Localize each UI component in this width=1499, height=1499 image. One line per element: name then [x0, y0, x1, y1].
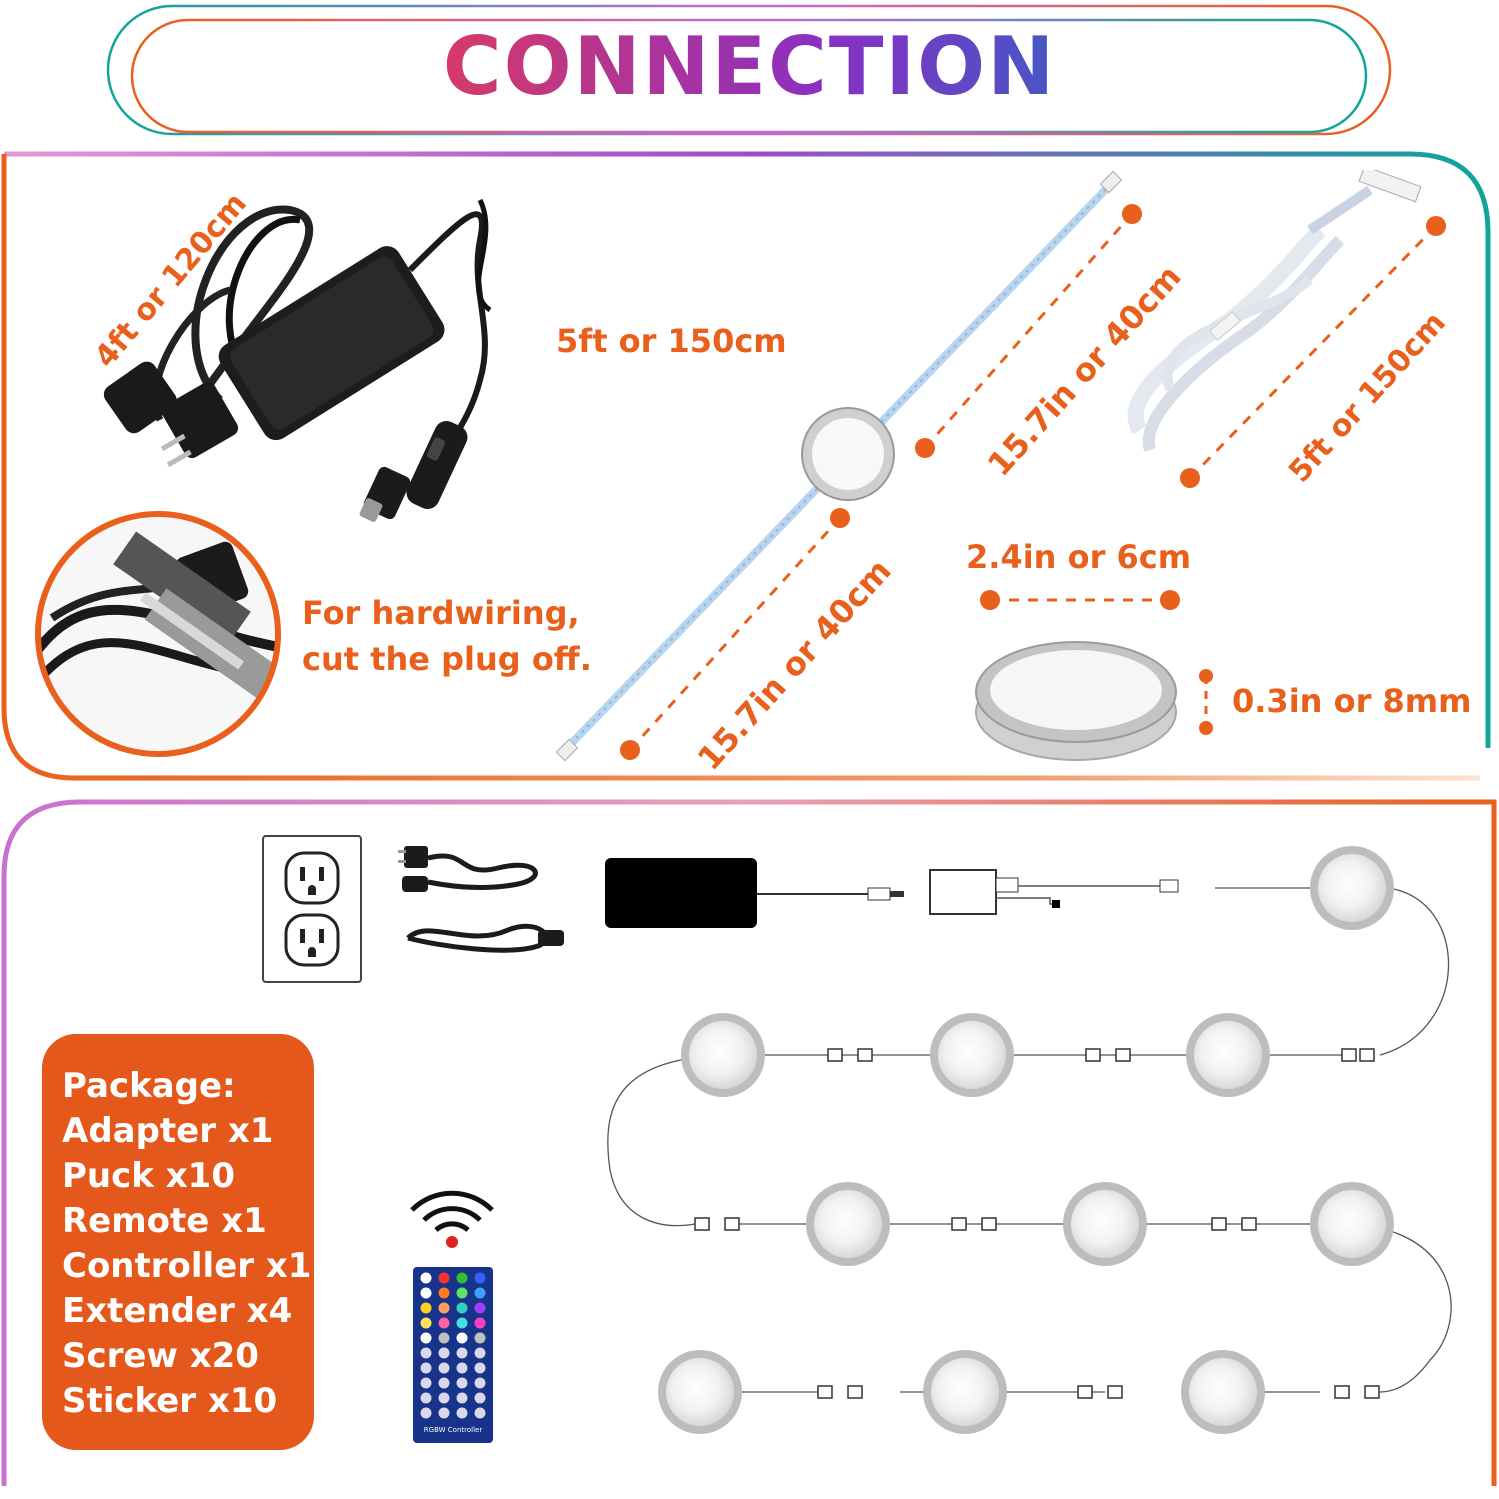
remote-button [438, 1302, 450, 1314]
remote-button [474, 1332, 486, 1344]
remote-button [474, 1347, 486, 1359]
remote-button [420, 1347, 432, 1359]
page-title: CONNECTION [0, 20, 1499, 113]
remote-button [420, 1317, 432, 1329]
puck-with-wires-image [555, 170, 1142, 762]
remote-button [456, 1302, 468, 1314]
remote-button [438, 1392, 450, 1404]
wall-outlet-image [262, 835, 362, 983]
remote-button [438, 1272, 450, 1284]
remote-button [420, 1392, 432, 1404]
package-item: Controller x1 [62, 1246, 312, 1286]
remote-button [456, 1332, 468, 1344]
remote-button [420, 1407, 432, 1419]
package-item: Screw x20 [62, 1336, 259, 1376]
remote-button [474, 1272, 486, 1284]
remote-button [420, 1287, 432, 1299]
package-item: Extender x4 [62, 1291, 293, 1331]
remote-button [420, 1302, 432, 1314]
package-item: Remote x1 [62, 1201, 267, 1241]
hardwiring-note-line2: cut the plug off. [302, 640, 592, 678]
extension-cable-image [1127, 170, 1446, 488]
remote-button [456, 1407, 468, 1419]
remote-label: RGBW Controller [423, 1426, 483, 1434]
remote-button [474, 1392, 486, 1404]
package-item: Adapter x1 [62, 1111, 274, 1151]
remote-button [420, 1362, 432, 1374]
puck-chain-diagram [607, 846, 1452, 1434]
remote-button [456, 1377, 468, 1389]
remote-button [420, 1377, 432, 1389]
remote-button [456, 1317, 468, 1329]
power-cords-image [398, 846, 564, 953]
remote-button [456, 1272, 468, 1284]
hardwiring-note-line1: For hardwiring, [302, 594, 580, 632]
wireless-signal-icon [410, 1190, 494, 1248]
remote-button [438, 1362, 450, 1374]
top-panel-frame [1, 151, 1491, 781]
remote-button [474, 1407, 486, 1419]
remote-button [474, 1287, 486, 1299]
remote-button [438, 1287, 450, 1299]
remote-button [438, 1377, 450, 1389]
remote-button [474, 1317, 486, 1329]
remote-button [456, 1392, 468, 1404]
hardwiring-cut-image [35, 511, 281, 757]
bottom-panel-frame [1, 799, 1497, 1491]
puck-thickness-label: 0.3in or 8mm [1232, 682, 1472, 720]
package-contents-box [42, 1034, 314, 1450]
package-item: Sticker x10 [62, 1381, 278, 1421]
remote-button [420, 1272, 432, 1284]
remote-button [474, 1302, 486, 1314]
remote-button [438, 1407, 450, 1419]
package-item: Puck x10 [62, 1156, 235, 1196]
remote-button [474, 1377, 486, 1389]
adapter-controller-chain [605, 858, 1179, 928]
adapter-cable-length-label: 5ft or 150cm [556, 322, 787, 360]
remote-button [420, 1332, 432, 1344]
title-frame [106, 4, 1392, 136]
remote-button [438, 1347, 450, 1359]
package-heading: Package: [62, 1066, 236, 1106]
power-adapter-image [103, 198, 492, 522]
remote-button [456, 1347, 468, 1359]
remote-button [456, 1287, 468, 1299]
remote-button [456, 1362, 468, 1374]
remote-control-image [413, 1267, 493, 1443]
remote-button [438, 1332, 450, 1344]
puck-dimension-diagram [975, 590, 1213, 761]
puck-diameter-label: 2.4in or 6cm [966, 538, 1192, 576]
remote-button [474, 1362, 486, 1374]
remote-button [438, 1317, 450, 1329]
